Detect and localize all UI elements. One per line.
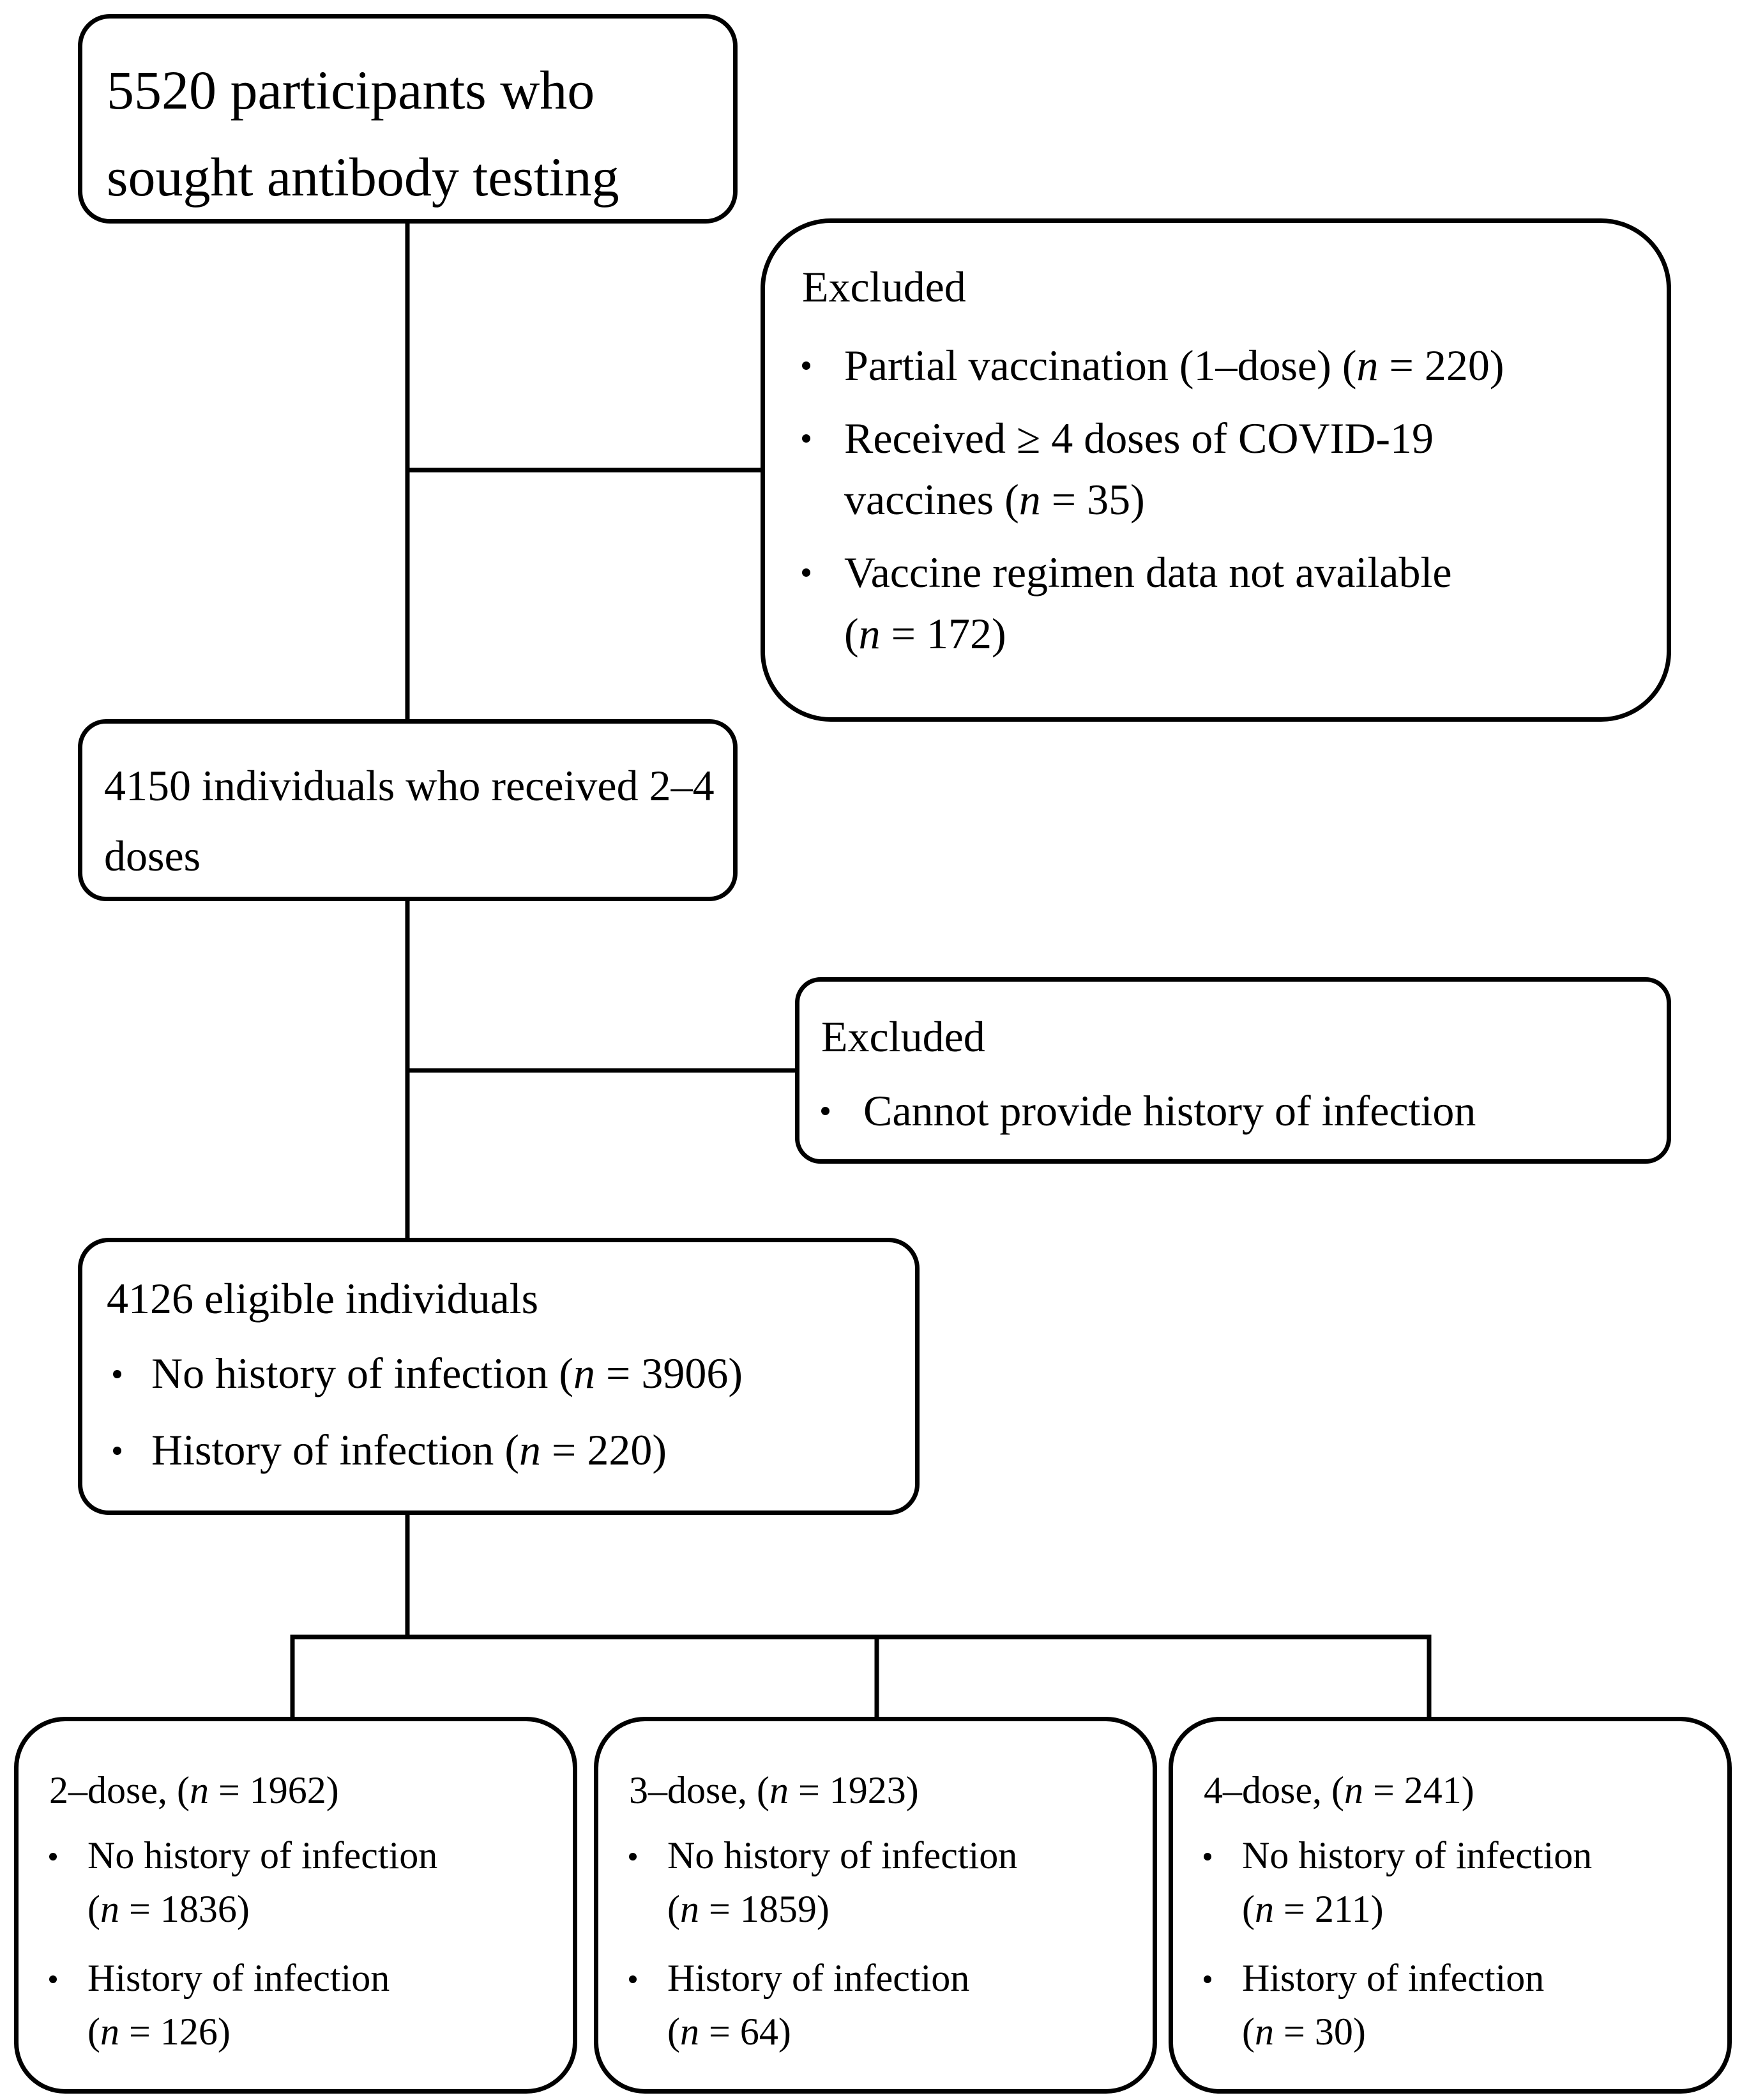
excluded-heading: Excluded <box>802 262 966 311</box>
bullet-dot <box>113 1370 121 1378</box>
bullet-dot <box>49 1853 57 1860</box>
bullet-dot <box>802 361 810 370</box>
group-item-text: History of infection <box>667 1957 970 1999</box>
excluded-item-text: Vaccine regimen data not available <box>844 548 1452 597</box>
excluded-item-text: Partial vaccination (1–dose) (n = 220) <box>844 341 1504 390</box>
group-item-text: No history of infection <box>1242 1834 1593 1876</box>
excluded-item: Received ≥ 4 doses of COVID-19 vaccines … <box>802 407 1504 530</box>
group-title: 2–dose, (n = 1962) <box>49 1769 339 1811</box>
excluded-item-text: Cannot provide history of infection <box>863 1086 1476 1135</box>
group-item: No history of infection (n = 211) <box>1204 1829 1592 1936</box>
group-item: No history of infection (n = 1859) <box>629 1829 1017 1936</box>
bullet-dot <box>629 1975 637 1983</box>
bullet-dot <box>113 1447 121 1455</box>
excluded-item-text: Received ≥ 4 doses of COVID-19 <box>844 414 1434 462</box>
excluded-item: Partial vaccination (1–dose) (n = 220) <box>802 335 1504 396</box>
eligible-list: No history of infection (n = 3906) Histo… <box>113 1338 743 1485</box>
box-group-4dose: 4–dose, (n = 241) No history of infectio… <box>1169 1717 1732 2094</box>
bullet-dot <box>802 568 810 577</box>
bullet-dot <box>629 1853 637 1860</box>
group-item-text: No history of infection <box>667 1834 1018 1876</box>
bullet-dot <box>802 434 810 443</box>
box-participants-title: 5520 participants who sought antibody te… <box>107 59 619 208</box>
box-group-3dose: 3–dose, (n = 1923) No history of infecti… <box>594 1717 1157 2094</box>
excluded-item-text: vaccines (n = 35) <box>844 475 1145 524</box>
excluded-item: Cannot provide history of infection <box>821 1085 1476 1136</box>
group-list: No history of infection (n = 1859) Histo… <box>629 1829 1017 2058</box>
eligible-item-text: History of infection (n = 220) <box>151 1426 667 1474</box>
excluded-item-text: (n = 172) <box>844 609 1006 658</box>
group-item-text: (n = 30) <box>1242 2011 1366 2053</box>
excluded-list: Partial vaccination (1–dose) (n = 220) R… <box>802 335 1504 664</box>
bullet-dot <box>1204 1853 1211 1860</box>
excluded-item: Vaccine regimen data not available (n = … <box>802 542 1504 664</box>
group-item: No history of infection (n = 1836) <box>49 1829 437 1936</box>
group-item-text: (n = 126) <box>87 2011 231 2053</box>
box-eligible: 4126 eligible individuals No history of … <box>78 1238 920 1515</box>
group-title: 4–dose, (n = 241) <box>1204 1769 1474 1811</box>
bullet-dot <box>1204 1975 1211 1983</box>
eligible-item-text: No history of infection (n = 3906) <box>151 1349 743 1397</box>
group-list: No history of infection (n = 1836) Histo… <box>49 1829 437 2058</box>
group-item-text: (n = 1836) <box>87 1888 250 1930</box>
group-item: History of infection (n = 64) <box>629 1951 1017 2058</box>
group-item-text: No history of infection <box>87 1834 438 1876</box>
bullet-dot <box>49 1975 57 1983</box>
eligible-item: History of infection (n = 220) <box>113 1415 743 1485</box>
group-item-text: (n = 1859) <box>667 1888 829 1930</box>
group-item-text: (n = 64) <box>667 2011 791 2053</box>
group-item-text: History of infection <box>1242 1957 1545 1999</box>
group-item: History of infection (n = 30) <box>1204 1951 1592 2058</box>
box-received-doses: 4150 individuals who received 2–4 doses <box>78 719 738 901</box>
group-item-text: (n = 211) <box>1242 1888 1384 1930</box>
group-title: 3–dose, (n = 1923) <box>629 1769 919 1811</box>
box-excluded-infection-history: Excluded Cannot provide history of infec… <box>795 977 1671 1164</box>
excluded-heading: Excluded <box>821 1012 985 1061</box>
box-excluded-vaccination: Excluded Partial vaccination (1–dose) (n… <box>761 218 1671 722</box>
box-participants: 5520 participants who sought antibody te… <box>78 14 738 224</box>
box-group-2dose: 2–dose, (n = 1962) No history of infecti… <box>14 1717 577 2094</box>
box-eligible-title: 4126 eligible individuals <box>107 1274 539 1323</box>
group-item-text: History of infection <box>87 1957 390 1999</box>
box-received-title: 4150 individuals who received 2–4 doses <box>104 761 715 880</box>
excluded-list: Cannot provide history of infection <box>821 1085 1476 1136</box>
eligible-item: No history of infection (n = 3906) <box>113 1338 743 1408</box>
group-item: History of infection (n = 126) <box>49 1951 437 2058</box>
bullet-dot <box>821 1107 829 1115</box>
group-list: No history of infection (n = 211) Histor… <box>1204 1829 1592 2058</box>
